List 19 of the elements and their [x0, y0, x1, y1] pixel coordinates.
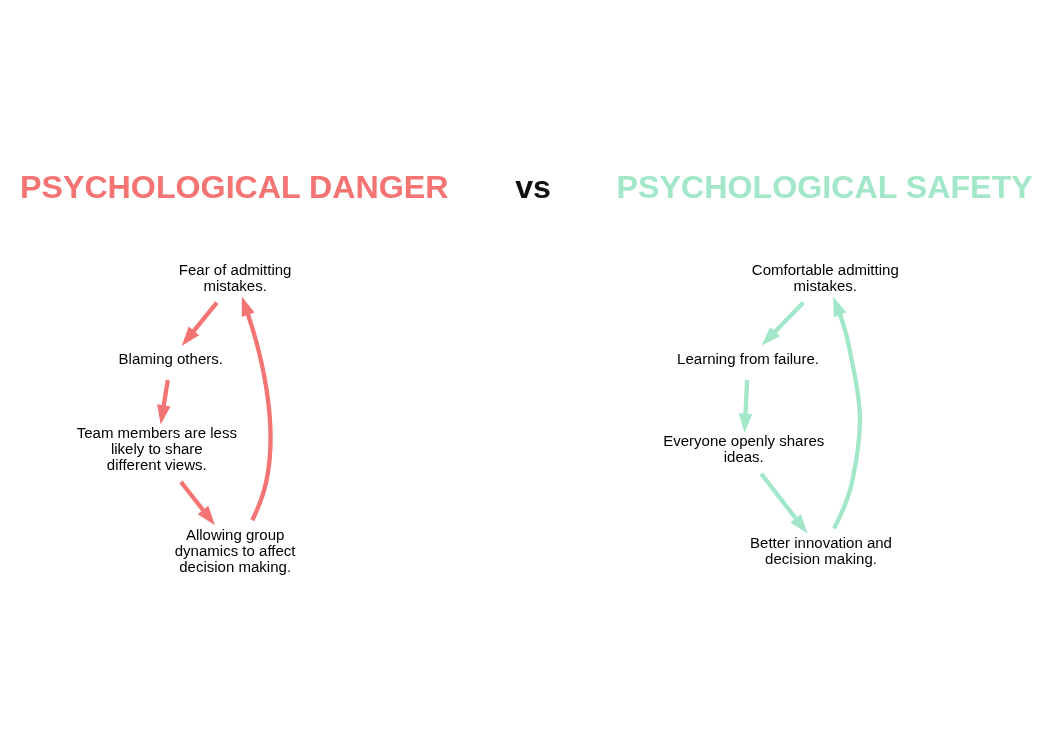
label: PSYCHOLOGICAL DANGER — [19, 168, 449, 205]
arrow — [759, 472, 808, 534]
node-text: Everyone openly shares ideas. — [663, 431, 825, 465]
arrow — [761, 300, 805, 346]
arrow — [157, 379, 171, 425]
node-text: Allowing group dynamics to affect decision making. — [174, 525, 296, 575]
arrow — [181, 300, 219, 346]
node-text: Comfortable admitting mistakes. — [751, 260, 899, 294]
arrow — [832, 296, 863, 529]
node-text: Team members are less likely to share different views. — [76, 423, 237, 473]
node-text: Better innovation and decision making. — [750, 533, 892, 567]
arrow — [241, 295, 273, 521]
label: vs — [515, 168, 552, 205]
arrow — [738, 379, 753, 433]
node-text: Learning from failure. — [677, 349, 819, 367]
label: PSYCHOLOGICAL SAFETY — [616, 168, 1033, 205]
arrow — [179, 480, 215, 525]
node-text: Blaming others. — [118, 349, 223, 367]
node-text: Fear of admitting mistakes. — [178, 260, 292, 294]
